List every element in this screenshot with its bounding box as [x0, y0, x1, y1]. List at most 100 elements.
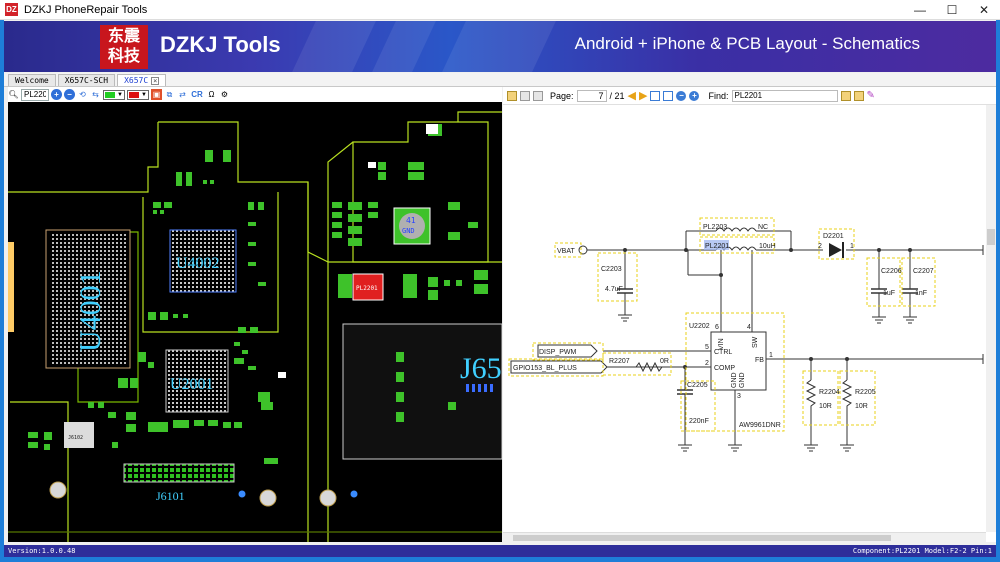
swap-icon[interactable]: ⇄ [179, 90, 186, 99]
sch-label-pin3: 3 [737, 393, 741, 400]
tab-close-icon[interactable]: × [151, 76, 160, 85]
print-icon[interactable] [533, 90, 543, 101]
sch-label-gnd2: GND [739, 372, 746, 388]
sch-label-r2204-val: 10R [819, 403, 832, 410]
highlight-color-select[interactable]: ▼ [127, 89, 149, 100]
copy-icon[interactable] [520, 90, 530, 101]
sch-label-d-pin1: 1 [850, 243, 854, 250]
logo-line-2: 科技 [107, 48, 140, 65]
logo-line-1: 东震 [107, 28, 140, 45]
window-border-left [0, 20, 4, 562]
layer-icon[interactable]: ▣ [151, 89, 162, 100]
sch-label-r2204: R2204 [819, 389, 840, 396]
highlight-color-swatch [129, 91, 139, 98]
pcb-label-41: 41 [406, 216, 416, 225]
window-controls: — ☐ ✕ [904, 0, 1000, 20]
sch-label-comp: COMP [714, 365, 735, 372]
find-next-icon[interactable] [853, 90, 864, 101]
minimize-button[interactable]: — [914, 3, 926, 17]
zoom-out-icon[interactable]: − [676, 90, 687, 101]
mirror-icon[interactable]: ⧉ [166, 89, 173, 99]
sch-label-pin5: 5 [705, 344, 709, 351]
net-color-swatch [105, 91, 115, 98]
banner: 东震 科技 DZKJ Tools Android + iPhone & PCB … [4, 21, 996, 72]
sch-label-c2203: C2203 [601, 266, 622, 273]
zoom-in-icon[interactable]: + [51, 89, 62, 100]
version-text: Version:1.0.0.48 [8, 547, 76, 555]
brand-name: DZKJ Tools [160, 32, 281, 57]
pcb-layout-view[interactable]: PL2201 41 GND J6101 J6102 [8, 102, 502, 542]
chevron-down-icon: ▼ [141, 91, 147, 98]
schematic-horizontal-scrollbar[interactable] [503, 532, 986, 542]
zoom-out-icon[interactable]: − [64, 89, 75, 100]
sch-label-c2206: C2206 [881, 268, 902, 275]
find-label: Find: [708, 90, 729, 101]
open-file-icon[interactable] [507, 90, 517, 101]
sch-label-sw: SW [752, 336, 759, 348]
sch-label-pl2203: PL2203 [703, 224, 727, 231]
sch-label-c2205: C2205 [687, 382, 708, 389]
pcb-canvas: PL2201 41 GND J6101 J6102 [8, 111, 502, 542]
find-input[interactable] [731, 89, 838, 102]
highlight-icon[interactable]: ✎ [866, 90, 875, 101]
pcb-label-gnd: GND [402, 227, 415, 235]
page-number-input[interactable] [576, 89, 607, 102]
window-border-right [996, 20, 1000, 562]
net-color-select[interactable]: ▼ [103, 89, 125, 100]
fit-page-icon[interactable] [663, 90, 674, 101]
sch-label-r2205: R2205 [855, 389, 876, 396]
page-label: Page: [550, 90, 574, 101]
tab-welcome[interactable]: Welcome [8, 74, 56, 86]
pcb-label-j6102: J6102 [68, 435, 83, 441]
pcb-label-u4001: U4001 [74, 270, 107, 352]
sch-label-aw9961dnr: AW9961DNR [739, 422, 781, 429]
schematic-vertical-scrollbar[interactable] [986, 105, 996, 532]
chevron-down-icon: ▼ [117, 91, 123, 98]
sch-label-d-pin2: 2 [818, 243, 822, 250]
sch-label-10uh: 10uH [759, 243, 776, 250]
page-total: / 21 [609, 90, 625, 101]
cr-button[interactable]: CR [191, 90, 203, 99]
maximize-button[interactable]: ☐ [946, 3, 958, 17]
find-prev-icon[interactable] [840, 90, 851, 101]
zoom-in-icon[interactable]: + [689, 90, 700, 101]
component-search-input[interactable] [21, 88, 49, 101]
sch-label-c2206-val: 1uF [883, 290, 895, 297]
tab-x657c-sch[interactable]: X657C-SCH [57, 74, 116, 86]
tab-label: X657C [124, 75, 149, 85]
document-tabs: Welcome X657C-SCH X657C× [4, 73, 996, 87]
rotate-icon[interactable]: ⟲ [79, 90, 86, 99]
omega-icon[interactable]: Ω [208, 90, 215, 99]
tab-label: X657C-SCH [64, 75, 109, 85]
search-icon[interactable]: 🔍︎ [8, 90, 19, 99]
sch-label-gnd1: GND [731, 372, 738, 388]
scroll-thumb[interactable] [513, 535, 891, 541]
close-button[interactable]: ✕ [978, 3, 990, 17]
schematic-canvas: VBAT PL2203 NC PL2201 10uH D2201 2 1 C22… [508, 217, 984, 452]
sch-label-c2207: C2207 [913, 268, 934, 275]
brand-logo: 东震 科技 [100, 25, 148, 69]
pcb-label-u2001: U2001 [170, 376, 214, 393]
pcb-label-pl2201: PL2201 [356, 285, 378, 292]
sch-label-vbat: VBAT [557, 248, 575, 255]
app-icon: DZ [5, 3, 18, 16]
sch-label-fb: FB [755, 357, 764, 364]
sch-label-r2207: R2207 [609, 358, 630, 365]
schematic-view[interactable]: VBAT PL2203 NC PL2201 10uH D2201 2 1 C22… [503, 105, 996, 542]
prev-page-icon[interactable]: ◀ [627, 90, 637, 102]
sch-label-r2205-val: 10R [855, 403, 868, 410]
schematic-toolbar: Page: / 21 ◀ ▶ − + Find: ✎ [503, 87, 996, 105]
next-page-icon[interactable]: ▶ [639, 90, 648, 102]
sch-label-c2207-val: 1nF [915, 290, 927, 297]
settings-icon[interactable]: ⚙ [220, 90, 229, 99]
sch-label-d2201: D2201 [823, 233, 844, 240]
scroll-thumb[interactable] [987, 229, 995, 245]
fit-width-icon[interactable] [650, 90, 661, 101]
pcb-label-j6101: J6101 [156, 489, 185, 503]
window-border-bottom [0, 557, 1000, 562]
flip-icon[interactable]: ⇆ [92, 90, 99, 99]
sch-label-ctrl: CTRL [714, 349, 732, 356]
tab-x657c[interactable]: X657C× [117, 74, 167, 86]
pcb-toolbar: 🔍︎ + − ⟲ ⇆ ▼ ▼ ▣ ⧉ ⇄ CR Ω ⚙ [8, 87, 502, 102]
